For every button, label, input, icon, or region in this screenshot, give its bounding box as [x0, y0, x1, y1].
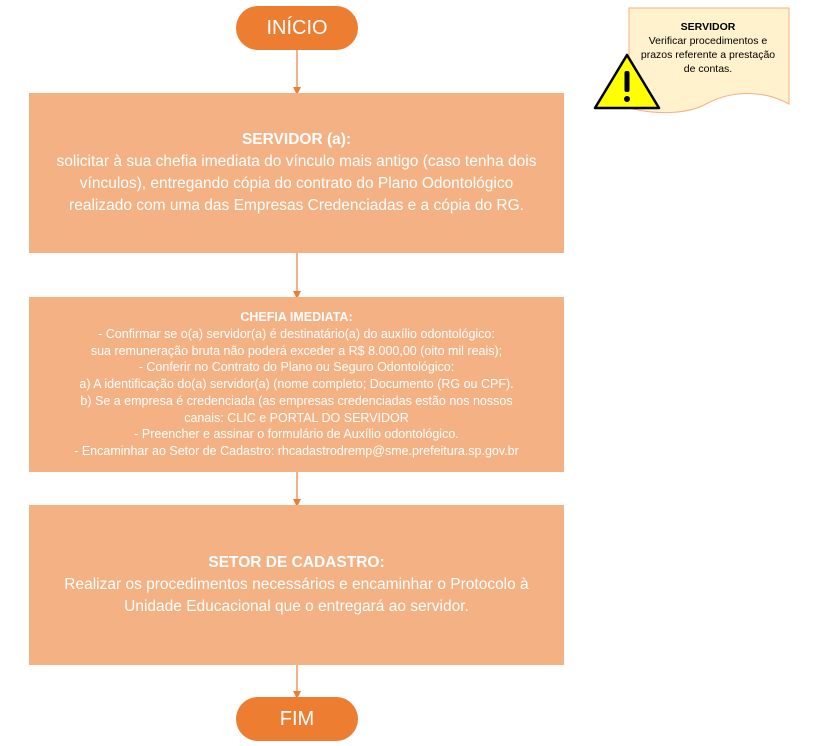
- step-cadastro-title: SETOR DE CADASTRO:: [208, 554, 385, 571]
- step-servidor-title: SERVIDOR (a):: [241, 131, 352, 148]
- step-servidor: SERVIDOR (a): solicitar à sua chefia ime…: [29, 93, 564, 253]
- warning-icon: [593, 53, 661, 110]
- step-cadastro-line: Realizar os procedimentos necessários e …: [64, 576, 529, 593]
- end-label: FIM: [279, 707, 315, 730]
- step-chefia-line: a) A identificação do(a) servidor(a) (no…: [79, 377, 514, 392]
- step-chefia-line: - Confirmar se o(a) servidor(a) é destin…: [98, 326, 495, 341]
- note-title: SERVIDOR: [680, 21, 736, 33]
- note-line: Verificar procedimentos e: [648, 35, 768, 47]
- step-chefia-line: sua remuneração bruta não poderá exceder…: [90, 343, 503, 358]
- start-label: INÍCIO: [266, 16, 328, 39]
- step-servidor-line: realizado com uma das Empresas Credencia…: [69, 197, 524, 214]
- step-chefia-imediata: CHEFIA IMEDIATA: - Confirmar se o(a) ser…: [29, 297, 564, 472]
- step-chefia-title: CHEFIA IMEDIATA:: [240, 309, 353, 324]
- note-document-shape: [628, 7, 790, 114]
- step-chefia-line: - Preencher e assinar o formulário de Au…: [134, 427, 459, 442]
- step-chefia-line: b) Se a empresa é credenciada (as empres…: [80, 393, 513, 408]
- note-line: de contas.: [683, 63, 733, 75]
- step-chefia-line: - Conferir no Contrato do Plano ou Segur…: [138, 360, 455, 375]
- step-servidor-line: solicitar à sua chefia imediata do víncu…: [56, 153, 537, 170]
- step-chefia-line: - Encaminhar ao Setor de Cadastro: rhcad…: [74, 444, 519, 459]
- step-chefia-line: canais: CLIC e PORTAL DO SERVIDOR: [184, 410, 409, 425]
- note-line: prazos referente a prestação: [640, 49, 776, 61]
- note-text: SERVIDOR Verificar procedimentos e prazo…: [632, 20, 784, 76]
- end-terminal: FIM: [236, 697, 358, 741]
- step-cadastro-line: Unidade Educacional que o entregará ao s…: [124, 598, 469, 615]
- step-servidor-line: vínculos), entregando cópia do contrato …: [79, 175, 514, 192]
- start-terminal: INÍCIO: [236, 6, 358, 50]
- step-setor-de-cadastro: SETOR DE CADASTRO: Realizar os procedime…: [29, 505, 564, 665]
